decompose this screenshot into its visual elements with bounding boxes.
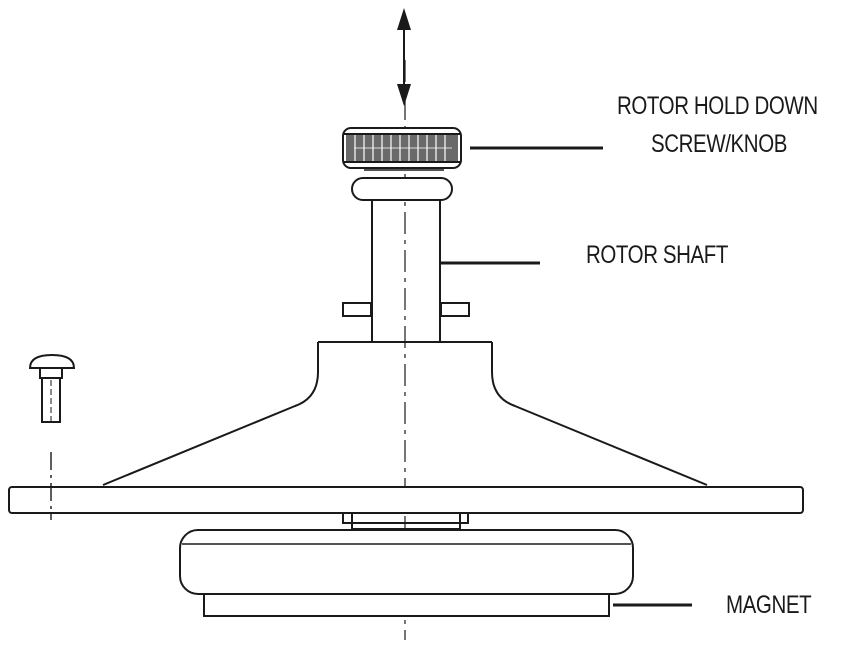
hold-down-knob-label-line2: SCREW/KNOB bbox=[651, 130, 788, 158]
hold-down-knob-label-line1: ROTOR HOLD DOWN bbox=[617, 92, 818, 120]
hold-down-knob bbox=[342, 127, 462, 201]
rotor-plate bbox=[8, 486, 804, 514]
rotor-shaft bbox=[342, 200, 470, 342]
rotor-shaft-label: ROTOR SHAFT bbox=[586, 241, 729, 269]
magnet bbox=[179, 529, 634, 617]
rotor-hub bbox=[102, 341, 708, 486]
magnet-label: MAGNET bbox=[726, 591, 812, 619]
screw-icon bbox=[28, 353, 76, 520]
movement-arrow-icon bbox=[397, 8, 411, 106]
